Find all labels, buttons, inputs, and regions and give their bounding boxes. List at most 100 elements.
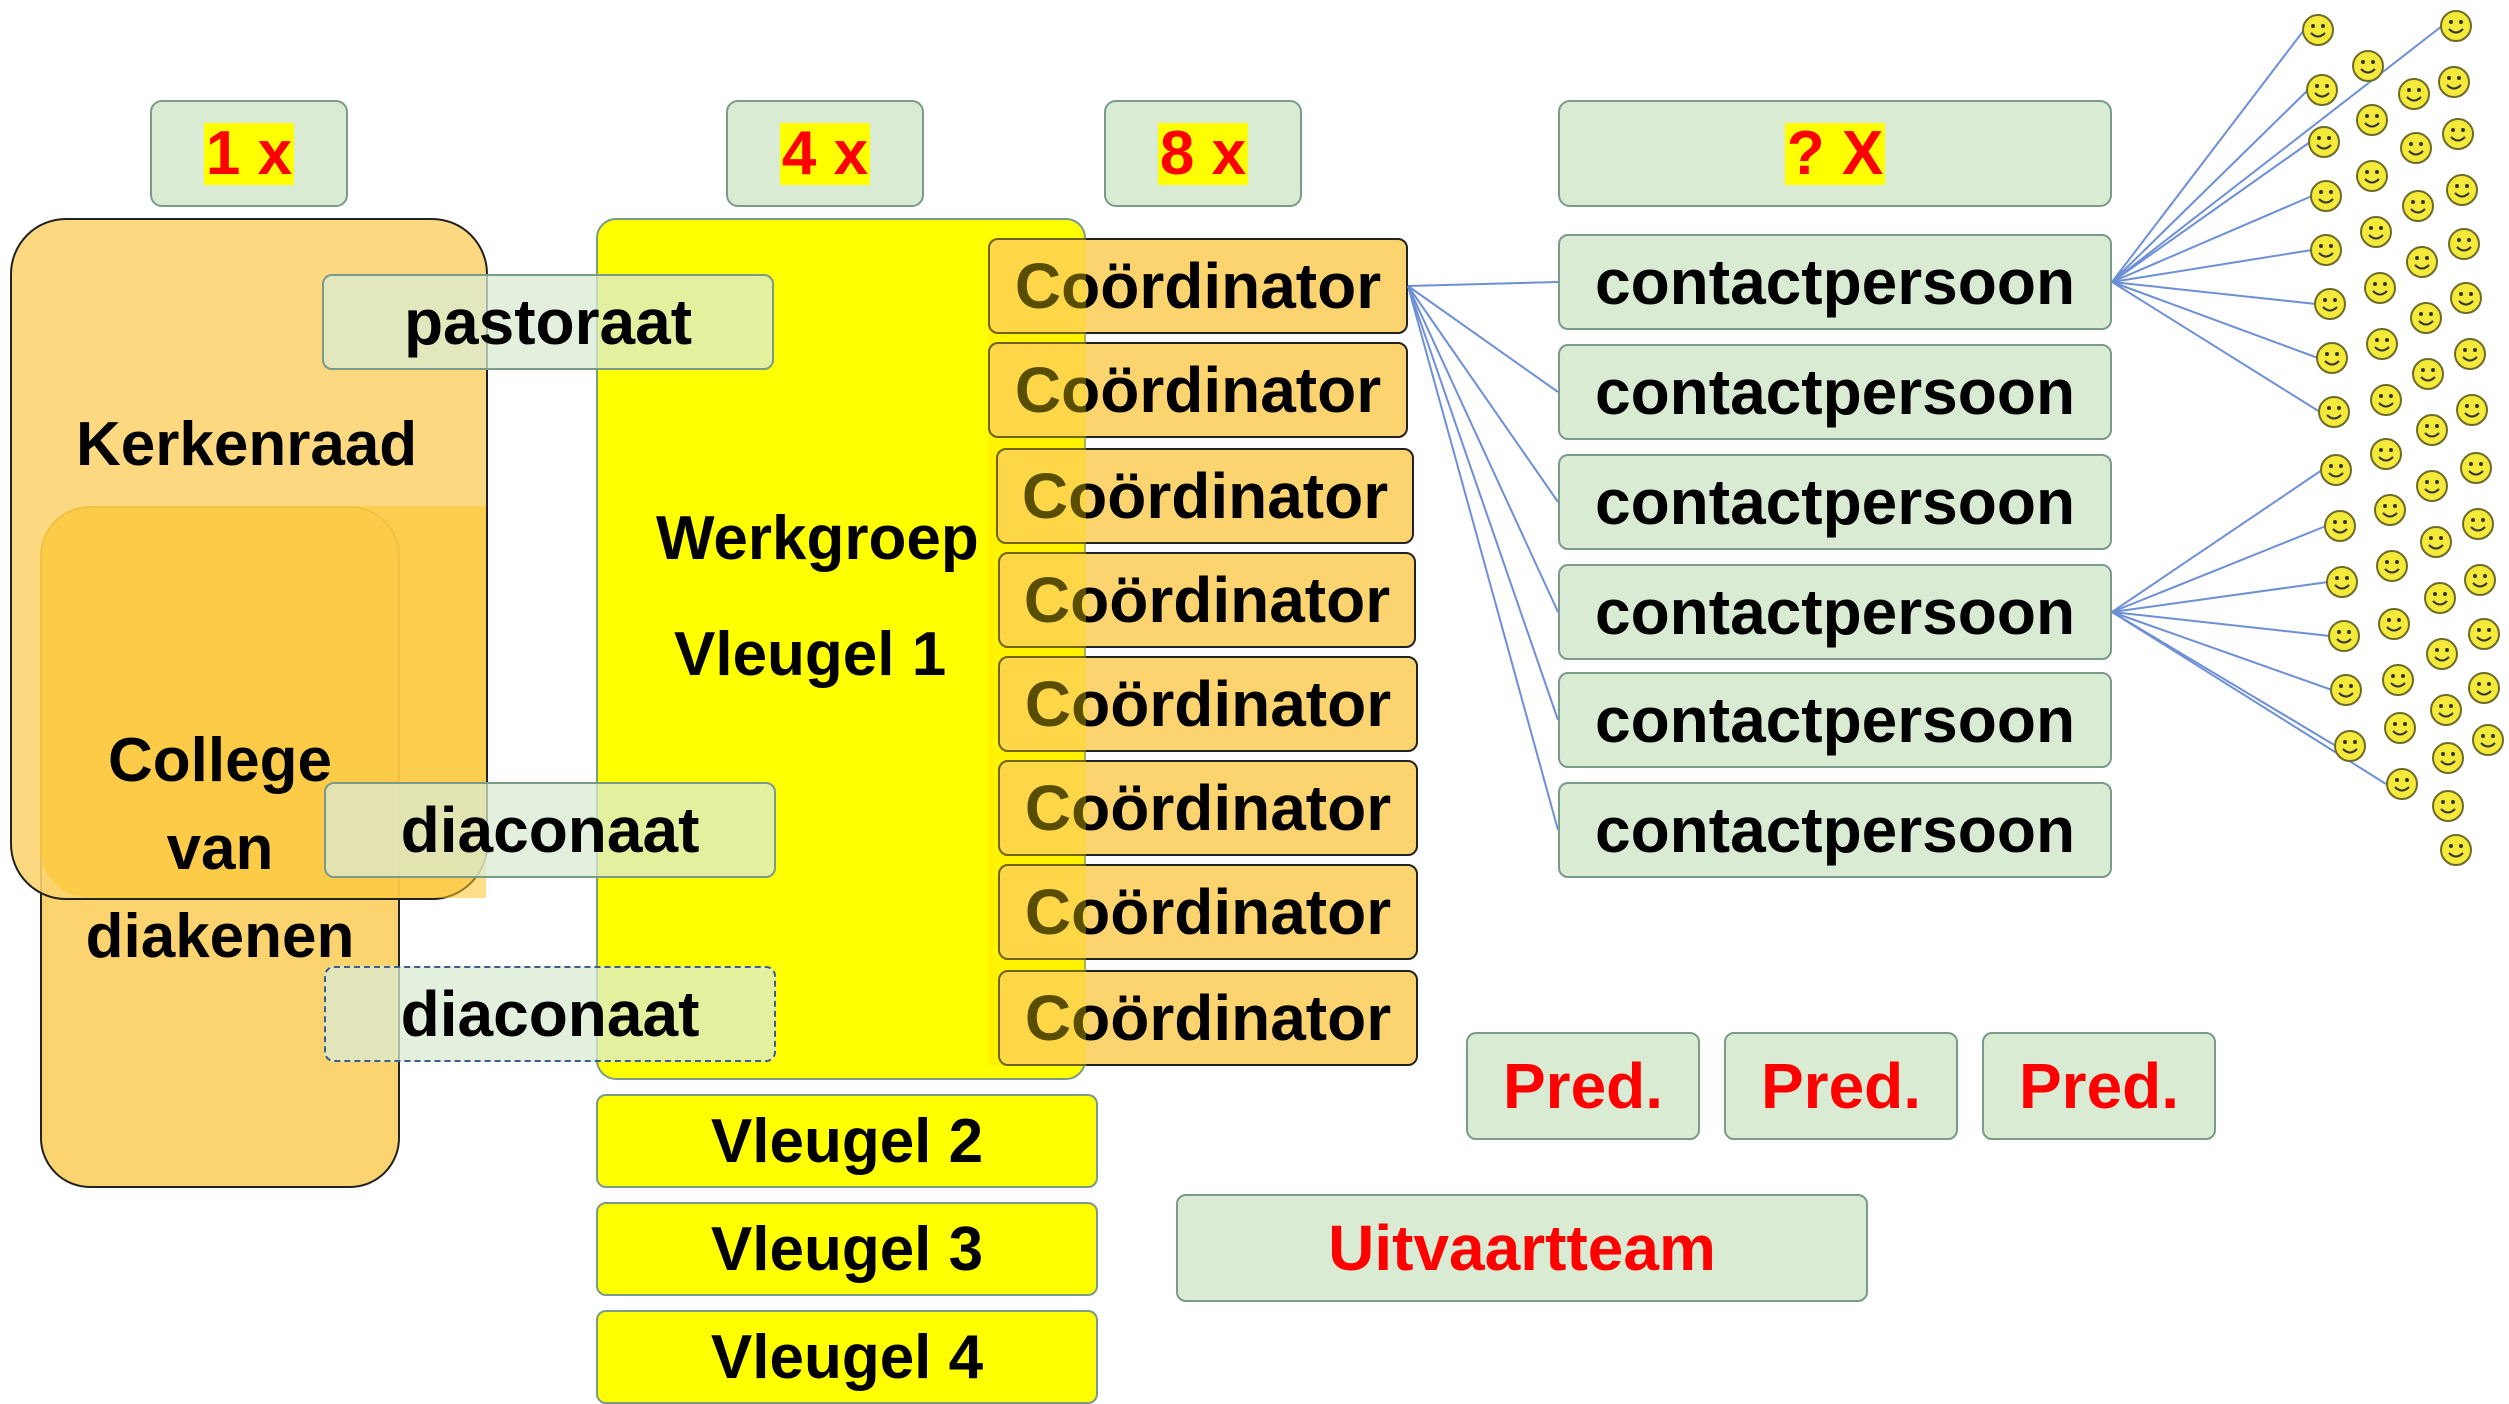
smiley-icon — [2440, 10, 2472, 42]
smiley-icon — [2446, 174, 2478, 206]
smiley-icon — [2468, 618, 2500, 650]
smiley-icon — [2456, 394, 2488, 426]
smiley-icon — [2324, 510, 2356, 542]
smiley-icon — [2406, 246, 2438, 278]
smiley-icon — [2430, 694, 2462, 726]
contact-box-1: contactpersoon — [1558, 234, 2112, 330]
connector-line — [2111, 581, 2329, 613]
smiley-icon — [2306, 74, 2338, 106]
vleugel-label: Vleugel 2 — [710, 1106, 984, 1176]
connector-line — [2111, 611, 2333, 691]
connector-line — [2111, 281, 2317, 305]
connector-lines — [1407, 25, 2443, 831]
smiley-icon — [2416, 414, 2448, 446]
coordinator-label: Coördinator — [1024, 982, 1392, 1054]
smiley-icon — [2310, 234, 2342, 266]
smiley-group — [2302, 10, 2504, 866]
smiley-icon — [2384, 712, 2416, 744]
smiley-icon — [2400, 132, 2432, 164]
smiley-icon — [2438, 66, 2470, 98]
count-contacts-box: ? X — [1558, 100, 2112, 207]
connector-line — [2111, 469, 2323, 613]
smiley-icon — [2356, 104, 2388, 136]
smiley-icon — [2386, 768, 2418, 800]
smiley-icon — [2364, 272, 2396, 304]
contact-box-2: contactpersoon — [1558, 344, 2112, 440]
smiley-icon — [2316, 342, 2348, 374]
connector-line — [1407, 281, 1559, 287]
smiley-icon — [2440, 834, 2472, 866]
smiley-icon — [2424, 582, 2456, 614]
pastoraat-label: pastoraat — [403, 286, 693, 358]
count-contacts-label: ? X — [1784, 118, 1886, 188]
connector-line — [1407, 285, 1559, 721]
uitvaartteam-box: Uitvaartteam — [1176, 1194, 1868, 1302]
connector-line — [2111, 195, 2313, 283]
diaconaat-label-2: diaconaat — [400, 978, 700, 1050]
workgroup-label-line1: Werkgroep — [656, 504, 979, 573]
vleugel-label: Vleugel 3 — [710, 1214, 984, 1284]
smiley-icon — [2356, 160, 2388, 192]
coordinator-label: Coördinator — [1024, 876, 1392, 948]
connector-line — [2111, 281, 2319, 359]
college-label-line3: diakenen — [85, 902, 355, 971]
coordinator-label: Coördinator — [1023, 564, 1391, 636]
smiley-icon — [2448, 228, 2480, 260]
workgroup-label-line2: Vleugel 1 — [674, 620, 947, 689]
connector-line — [1407, 285, 1559, 503]
vleugel-box-3: Vleugel 3 — [596, 1202, 1098, 1296]
college-label-line2: van — [166, 814, 274, 883]
college-label-line1: College — [108, 726, 332, 795]
connector-line — [2111, 281, 2321, 413]
count-coordinators-label: 8 x — [1157, 118, 1249, 188]
coordinator-box-7: Coördinator — [998, 864, 1418, 960]
coordinator-box-1: Coördinator — [988, 238, 1408, 334]
connector-line — [2111, 25, 2443, 283]
smiley-icon — [2378, 608, 2410, 640]
coordinator-box-6: Coördinator — [998, 760, 1418, 856]
smiley-icon — [2420, 526, 2452, 558]
connector-line — [2111, 525, 2327, 613]
smiley-icon — [2442, 118, 2474, 150]
connector-line — [2111, 89, 2309, 283]
connector-line — [2111, 141, 2311, 283]
contact-label: contactpersoon — [1594, 356, 2076, 428]
smiley-icon — [2402, 190, 2434, 222]
smiley-icon — [2330, 674, 2362, 706]
contact-label: contactpersoon — [1594, 466, 2076, 538]
smiley-icon — [2460, 452, 2492, 484]
connector-line — [2111, 249, 2313, 283]
smiley-icon — [2370, 438, 2402, 470]
diaconaat-label-1: diaconaat — [400, 794, 700, 866]
connector-line — [2111, 29, 2305, 283]
pred-label: Pred. — [2018, 1050, 2180, 1122]
smiley-icon — [2366, 328, 2398, 360]
coordinator-label: Coördinator — [1014, 354, 1382, 426]
contact-label: contactpersoon — [1594, 684, 2076, 756]
connector-line — [1407, 285, 1559, 613]
coordinator-box-3: Coördinator — [996, 448, 1414, 544]
count-workgroups-box: 4 x — [726, 100, 924, 207]
smiley-icon — [2334, 730, 2366, 762]
smiley-icon — [2352, 50, 2384, 82]
count-workgroups-label: 4 x — [779, 118, 871, 188]
contact-box-5: contactpersoon — [1558, 672, 2112, 768]
count-council-box: 1 x — [150, 100, 348, 207]
smiley-icon — [2472, 724, 2504, 756]
count-council-label: 1 x — [203, 118, 295, 188]
connector-line — [1407, 285, 1559, 393]
smiley-icon — [2454, 338, 2486, 370]
smiley-icon — [2464, 564, 2496, 596]
pred-box-3: Pred. — [1982, 1032, 2216, 1140]
coordinator-box-4: Coördinator — [998, 552, 1416, 648]
kerkenraad-label: Kerkenraad — [76, 410, 418, 479]
diaconaat-box-2: diaconaat — [324, 966, 776, 1062]
smiley-icon — [2314, 288, 2346, 320]
vleugel-box-4: Vleugel 4 — [596, 1310, 1098, 1404]
smiley-icon — [2468, 672, 2500, 704]
pred-box-2: Pred. — [1724, 1032, 1958, 1140]
smiley-icon — [2412, 358, 2444, 390]
contact-label: contactpersoon — [1594, 794, 2076, 866]
connector-line — [1407, 285, 1559, 831]
